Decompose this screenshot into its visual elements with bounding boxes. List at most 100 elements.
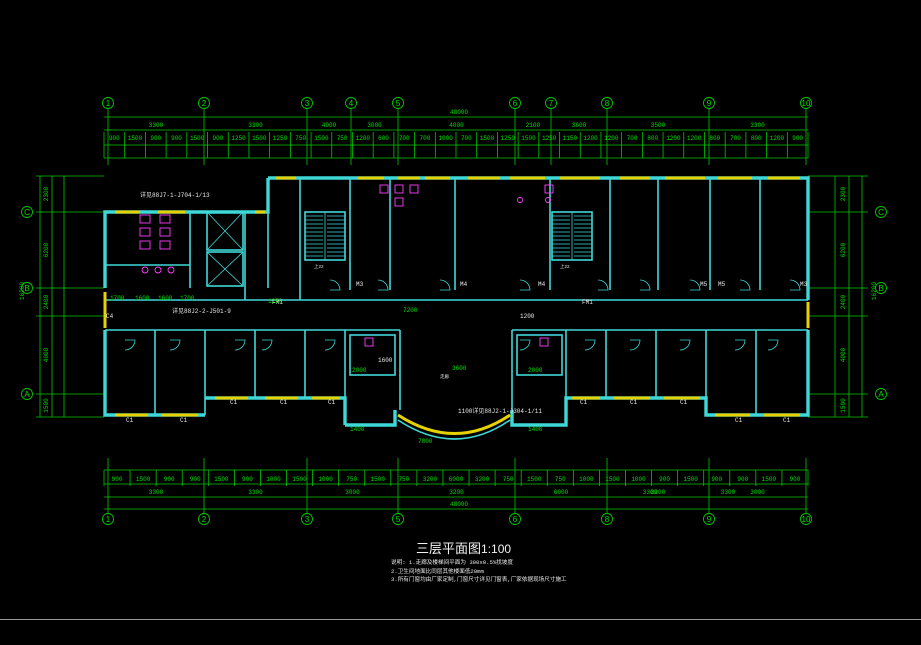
room-tag: M3	[356, 281, 364, 288]
span-label: 3200	[651, 489, 666, 496]
axis-label: 1	[106, 515, 111, 524]
axis-bubble	[703, 97, 715, 109]
detail-dim-label: 700	[627, 135, 638, 142]
door-swing	[679, 339, 691, 351]
interior-dim-label: 2000	[352, 367, 367, 374]
axis-label: 3	[305, 99, 310, 108]
span-label: 3200	[449, 489, 464, 496]
overall-length-top: 48000	[450, 109, 468, 116]
room-tag: C1	[280, 399, 288, 406]
axis-label: 3	[305, 515, 310, 524]
side-dim-label: 1500	[43, 398, 50, 413]
door-swing	[439, 279, 451, 291]
axis-bubble	[102, 513, 114, 525]
detail-dim-label: 1000	[318, 476, 333, 483]
room-tag: FM1	[272, 299, 283, 306]
detail-dim-label: 900	[242, 476, 253, 483]
axis-label: 4	[349, 99, 354, 108]
span-label: 3300	[149, 122, 164, 129]
detail-dim-label: 1250	[273, 135, 288, 142]
detail-dim-label: 1000	[438, 135, 453, 142]
interior-dim-label: 2000	[528, 367, 543, 374]
room-tag: C1	[735, 417, 743, 424]
detail-dim-label: 1500	[480, 135, 495, 142]
note-line: 2.卫生间地面比同层其他楼面低20mm	[391, 567, 484, 575]
axis-bubble	[545, 97, 557, 109]
span-label: 2100	[526, 122, 541, 129]
stair-left-label: 上22	[314, 263, 324, 269]
drawing-title: 三层平面图1:100	[416, 538, 511, 557]
detail-dim-label: 900	[171, 135, 182, 142]
axis-bubble	[875, 206, 887, 218]
axis-label: 10	[802, 515, 811, 524]
axis-bubble	[301, 97, 313, 109]
door-swing	[689, 279, 701, 291]
axis-bubble	[875, 282, 887, 294]
stair-right-label: 上22	[560, 263, 570, 269]
door-swing	[377, 279, 389, 291]
span-label: 3300	[643, 489, 658, 496]
overall-length-bottom: 48000	[450, 501, 468, 508]
axis-label: 9	[707, 515, 712, 524]
room-tag: M4	[538, 281, 546, 288]
axis-label: B	[24, 284, 29, 293]
side-dim-label: 4000	[43, 347, 50, 362]
axis-bubble	[198, 97, 210, 109]
axis-label: 2	[202, 99, 207, 108]
side-dim-label: 1500	[840, 398, 847, 413]
interior-dim-label: 1700	[110, 295, 125, 302]
left-dimension-lines	[36, 175, 104, 418]
north-partitions	[105, 178, 761, 300]
door-swing	[169, 339, 181, 351]
detail-dim-label: 1200	[770, 135, 785, 142]
room-tag: C4	[106, 313, 114, 320]
side-dim-label: 2400	[840, 294, 847, 309]
axis-bubble	[21, 282, 33, 294]
detail-dim-label: 900	[711, 476, 722, 483]
axis-bubble	[392, 513, 404, 525]
detail-dim-label: 6000	[449, 476, 464, 483]
interior-dim-label: 1700	[180, 295, 195, 302]
detail-dim-label: 1000	[579, 476, 594, 483]
detail-dim-label: 1200	[356, 135, 371, 142]
corridor-label: 走廊	[440, 373, 449, 380]
door-swing	[329, 279, 341, 291]
door-swing	[629, 339, 641, 351]
axis-bubble	[301, 513, 313, 525]
detail-dim-label: 1500	[252, 135, 267, 142]
axis-label: B	[878, 284, 883, 293]
detail-dim-label: 900	[190, 476, 201, 483]
room-tag: C1	[783, 417, 791, 424]
span-label: 3000	[750, 489, 765, 496]
note-line: 说明: 1.走廊及楼梯间平面为 300x0.5%找坡度	[391, 559, 513, 566]
detail-dim-label: 700	[730, 135, 741, 142]
detail-dim-label: 800	[647, 135, 658, 142]
span-label: 3300	[750, 122, 765, 129]
axis-label: C	[24, 208, 30, 217]
span-label: 3300	[721, 489, 736, 496]
detail-dim-label: 1150	[563, 135, 578, 142]
interior-dim-label: 3600	[452, 365, 467, 372]
axis-label: 6	[513, 515, 518, 524]
top-dimension-lines	[103, 116, 809, 159]
axis-bubble	[102, 97, 114, 109]
door-swing	[734, 339, 746, 351]
axis-label: 1	[106, 99, 111, 108]
detail-dim-label: 1500	[683, 476, 698, 483]
detail-dim-label: 750	[398, 476, 409, 483]
detail-dim-label: 900	[164, 476, 175, 483]
detail-dim-label: 900	[112, 476, 123, 483]
side-dim-label: 6200	[840, 242, 847, 257]
interior-dim-label: 7200	[403, 307, 418, 314]
detail-dim-label: 900	[150, 135, 161, 142]
overall-depth-right: 16200	[871, 282, 878, 300]
door-swing	[519, 339, 531, 351]
side-dim-label: 2400	[43, 294, 50, 309]
detail-dim-label: 1500	[371, 476, 386, 483]
interior-dim-label: 1400	[350, 426, 365, 433]
